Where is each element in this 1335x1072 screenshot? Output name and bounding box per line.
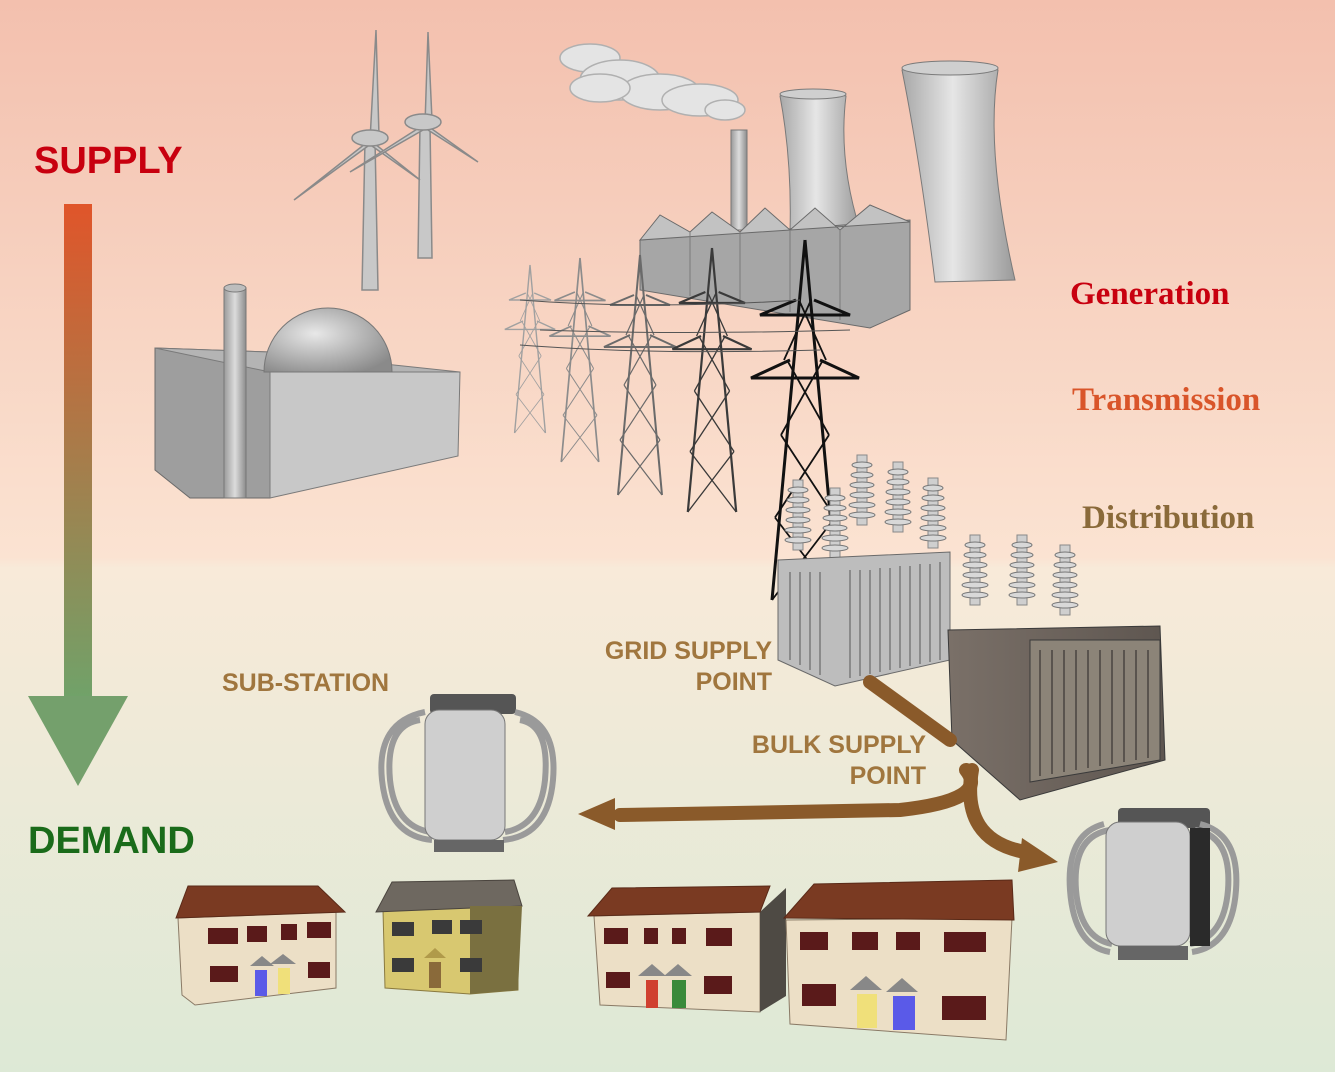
generation-label: Generation [1070,276,1230,312]
supply-label: SUPPLY [34,140,183,182]
supply-demand-arrow-icon [28,204,128,786]
sub-station-label: SUB-STATION [222,669,390,697]
transformer-icon [947,534,1166,801]
house-icon [175,885,347,1006]
flow-arrows [613,675,1032,859]
smoke-plume [559,43,746,121]
wind-turbine-icon [293,29,479,291]
bulk-supply-point-line-1: BULK SUPPLY [751,731,926,759]
nuclear-plant-icon [154,283,461,499]
house-icon [782,879,1015,1041]
transformer-icon [378,694,557,852]
grid-supply-point-line-1: GRID SUPPLY [604,637,772,665]
transformer-icon [777,454,951,687]
arrow-head [1018,838,1058,872]
demand-label: DEMAND [28,820,195,862]
distribution-label: Distribution [1082,500,1255,536]
house-icon [375,879,523,995]
pylon-icon [504,238,861,602]
cooling-tower-icon [779,60,1016,283]
grid-supply-point-label: GRID SUPPLY POINT [586,636,772,698]
transmission-label: Transmission [1072,382,1261,418]
transformer-icon [1066,808,1240,960]
grid-supply-point-line-2: POINT [695,668,772,696]
bulk-supply-point-label: BULK SUPPLY POINT [734,730,926,792]
bulk-supply-point-line-2: POINT [849,762,926,790]
house-icon [586,885,786,1013]
arrow-head [578,798,615,830]
